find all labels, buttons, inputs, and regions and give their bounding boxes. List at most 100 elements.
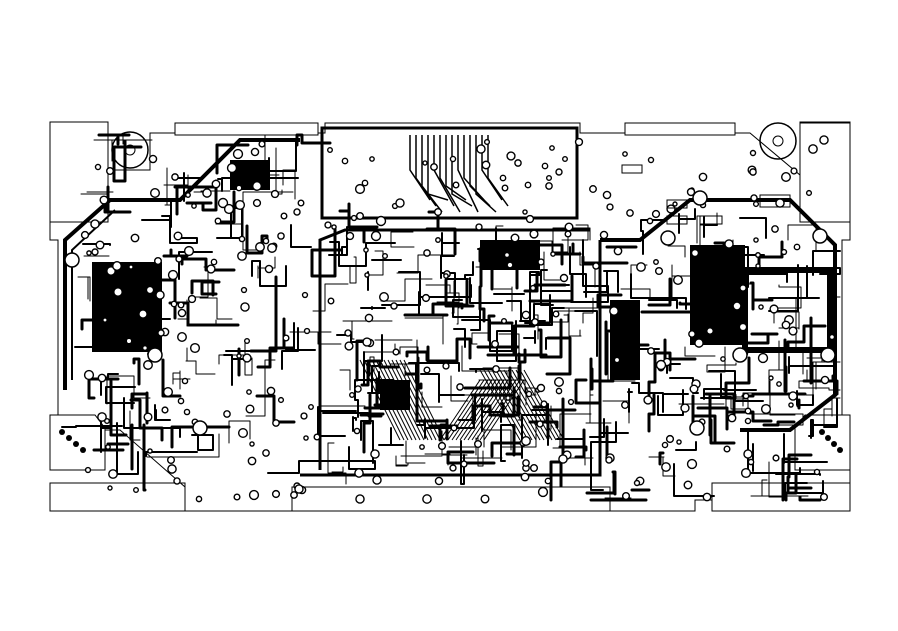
copper-trace	[493, 286, 513, 312]
smd-pad	[621, 164, 643, 174]
via-pad	[128, 264, 134, 270]
via-pad	[505, 395, 511, 401]
via-pad	[742, 392, 750, 400]
copper-trace	[445, 261, 474, 280]
via-pad	[210, 258, 218, 266]
via-pad	[353, 427, 361, 435]
via-pad	[94, 163, 102, 171]
copper-trace	[268, 141, 297, 172]
copper-trace	[185, 179, 218, 212]
via-pad	[370, 449, 380, 459]
via-pad	[781, 320, 791, 330]
via-pad	[341, 157, 349, 165]
copper-trace	[404, 315, 444, 345]
copper-trace	[215, 143, 250, 175]
via-pad	[521, 436, 531, 446]
copper-trace	[455, 379, 497, 441]
via-pad	[537, 258, 545, 266]
via-pad	[364, 272, 370, 278]
via-pad	[145, 285, 155, 295]
copper-trace	[798, 369, 841, 391]
via-pad	[250, 147, 260, 157]
copper-trace	[618, 335, 650, 358]
via-pad	[277, 396, 285, 404]
via-pad	[251, 180, 263, 192]
copper-trace	[129, 410, 141, 441]
via-pad	[567, 398, 575, 406]
via-pad	[602, 190, 612, 200]
via-pad	[805, 189, 813, 197]
via-pad	[531, 318, 539, 326]
via-pad	[537, 486, 549, 498]
via-pad	[525, 214, 535, 224]
copper-trace	[251, 260, 287, 287]
via-pad	[233, 493, 241, 501]
via-pad	[270, 189, 280, 199]
copper-trace	[475, 225, 504, 268]
via-pad	[651, 209, 661, 219]
copper-trace	[589, 418, 629, 438]
header-frame-top	[174, 122, 319, 136]
via-pad	[449, 464, 457, 472]
copper-trace	[338, 202, 379, 244]
copper-trace	[691, 394, 717, 444]
via-pad	[162, 386, 174, 398]
via-pad	[237, 427, 249, 439]
copper-trace	[112, 139, 143, 183]
via-pad	[529, 463, 539, 473]
copper-trace	[367, 365, 392, 394]
via-pad	[355, 494, 365, 504]
via-pad	[621, 491, 631, 501]
via-pad	[819, 492, 829, 502]
via-pad	[605, 456, 613, 464]
via-pad	[475, 223, 483, 231]
copper-trace	[724, 356, 751, 400]
copper-trace	[696, 406, 729, 431]
via-pad	[747, 458, 755, 466]
copper-trace	[282, 169, 296, 200]
via-pad	[544, 477, 552, 485]
copper-trace	[345, 256, 357, 284]
via-pad	[443, 273, 449, 279]
via-pad	[354, 468, 364, 478]
via-pad	[506, 151, 516, 161]
copper-trace	[583, 270, 619, 293]
copper-trace	[648, 299, 678, 309]
via-pad	[95, 240, 105, 250]
copper-trace	[381, 271, 421, 306]
via-pad	[105, 444, 111, 450]
copper-trace	[545, 337, 570, 350]
via-pad	[262, 449, 270, 457]
copper-trace	[620, 264, 651, 299]
copper-trace	[457, 135, 479, 213]
copper-trace	[744, 332, 779, 345]
via-pad	[771, 225, 779, 233]
copper-trace	[678, 301, 703, 306]
via-pad	[780, 171, 792, 183]
copper-trace	[505, 324, 536, 357]
via-pad	[262, 237, 270, 245]
copper-trace	[289, 331, 342, 345]
via-pad	[522, 209, 528, 215]
via-pad	[91, 248, 99, 256]
copper-trace	[781, 457, 799, 502]
via-pad	[97, 373, 107, 383]
copper-trace	[380, 278, 433, 302]
via-pad	[252, 198, 262, 208]
via-pad	[555, 387, 563, 395]
copper-trace	[359, 413, 383, 418]
copper-trace	[517, 348, 527, 364]
copper-trace	[106, 375, 151, 405]
via-pad	[524, 181, 532, 189]
copper-trace	[360, 306, 386, 310]
copper-trace	[582, 297, 594, 324]
copper-trace	[706, 280, 731, 332]
via-pad	[331, 224, 337, 230]
via-pad	[149, 187, 161, 199]
copper-pour	[690, 245, 745, 345]
via-pad	[686, 187, 696, 197]
copper-trace	[97, 133, 131, 146]
via-pad	[740, 467, 752, 479]
copper-trace	[678, 208, 696, 234]
copper-trace	[600, 198, 837, 432]
